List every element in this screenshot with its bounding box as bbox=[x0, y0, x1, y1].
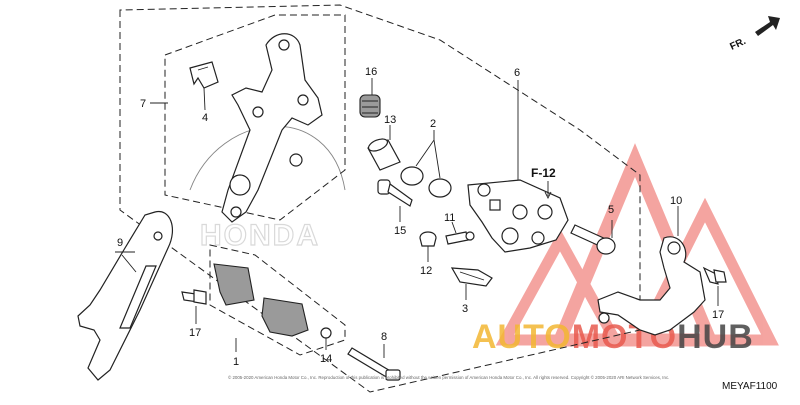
callout-7: 7 bbox=[140, 98, 146, 110]
watermark-text-auto: AUTO bbox=[472, 318, 572, 356]
part-5-bracket-pin[interactable] bbox=[570, 224, 616, 255]
callout-8: 8 bbox=[381, 331, 387, 343]
part-13-piston[interactable] bbox=[367, 137, 401, 171]
callout-11: 11 bbox=[444, 212, 455, 224]
part-11-bleeder-screw[interactable] bbox=[445, 231, 475, 245]
honda-background-logo: HONDA bbox=[189, 125, 346, 253]
part-1-brake-pads[interactable] bbox=[213, 263, 309, 337]
front-direction-arrow-icon bbox=[755, 16, 780, 36]
callout-13: 13 bbox=[384, 114, 396, 126]
part-17-bolt-left[interactable] bbox=[181, 289, 207, 305]
part-3-pad-spring[interactable] bbox=[450, 267, 493, 287]
callout-17-right: 17 bbox=[712, 309, 724, 321]
front-direction-label: FR. bbox=[728, 36, 747, 53]
callout-14: 14 bbox=[320, 353, 332, 365]
part-15-slide-pin[interactable] bbox=[377, 179, 413, 207]
honda-brand-text: HONDA bbox=[200, 219, 320, 252]
part-16-rubber-boot[interactable] bbox=[359, 94, 381, 118]
callout-16: 16 bbox=[365, 66, 377, 78]
callout-12: 12 bbox=[420, 265, 432, 277]
callout-6: 6 bbox=[514, 67, 520, 79]
callout-1: 1 bbox=[233, 356, 239, 368]
diagram-code: MEYAF1100 bbox=[722, 381, 778, 392]
part-8-pad-pin[interactable] bbox=[347, 347, 401, 381]
callout-9: 9 bbox=[117, 237, 123, 249]
callout-10: 10 bbox=[670, 195, 682, 207]
part-10-caliper-guard[interactable] bbox=[597, 236, 706, 336]
svg-text:AUTOMOTOHUB: AUTOMOTOHUB bbox=[472, 318, 754, 356]
part-12-bleeder-cap[interactable] bbox=[419, 231, 437, 247]
reference-label: F-12 bbox=[531, 166, 556, 180]
callout-3: 3 bbox=[462, 303, 468, 315]
part-2-piston-seals[interactable] bbox=[400, 166, 452, 198]
part-9-heat-guard[interactable] bbox=[77, 210, 173, 381]
pad-set-boundary bbox=[209, 244, 346, 356]
watermark-text-hub: HUB bbox=[677, 318, 754, 356]
copyright-notice: © 2005-2020 American Honda Motor Co., In… bbox=[228, 375, 669, 380]
callout-4: 4 bbox=[202, 112, 208, 124]
bracket-assembly-boundary bbox=[164, 14, 346, 221]
part-7-caliper-bracket[interactable] bbox=[221, 33, 323, 223]
part-17-bolt-right[interactable] bbox=[702, 266, 727, 285]
callout-17-left: 17 bbox=[189, 327, 201, 339]
callout-15: 15 bbox=[394, 225, 406, 237]
part-6-caliper-body[interactable] bbox=[467, 179, 569, 253]
callout-2: 2 bbox=[430, 118, 436, 130]
caliper-assembly-boundary bbox=[119, 4, 641, 393]
callout-5: 5 bbox=[608, 204, 614, 216]
part-14-pin-clip[interactable] bbox=[320, 327, 332, 339]
part-4-clip[interactable] bbox=[189, 61, 219, 89]
